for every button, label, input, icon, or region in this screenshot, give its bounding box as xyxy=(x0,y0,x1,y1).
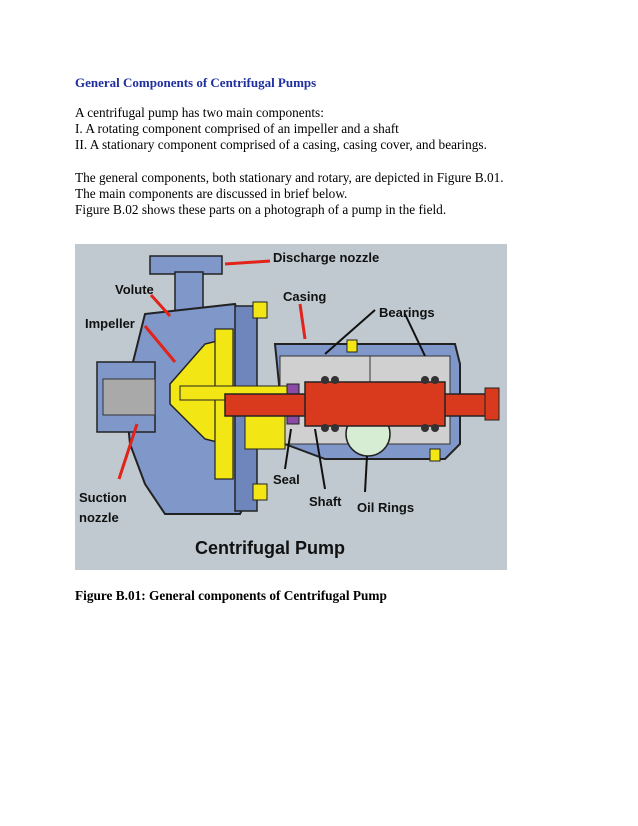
pump-diagram: Discharge nozzle Volute Casing Impeller … xyxy=(75,244,507,570)
intro-line-2: I. A rotating component comprised of an … xyxy=(75,121,399,136)
section-heading: General Components of Centrifugal Pumps xyxy=(75,75,317,90)
pump-figure: Discharge nozzle Volute Casing Impeller … xyxy=(75,244,507,570)
intro-line-3: II. A stationary component comprised of … xyxy=(75,137,487,152)
label-seal: Seal xyxy=(273,472,300,487)
intro-line-1: A centrifugal pump has two main componen… xyxy=(75,105,324,120)
label-impeller: Impeller xyxy=(85,316,135,331)
label-bearings: Bearings xyxy=(379,305,435,320)
label-suction: Suction xyxy=(79,490,127,505)
para2-line-3: Figure B.02 shows these parts on a photo… xyxy=(75,202,447,217)
para2-line-1: The general components, both stationary … xyxy=(75,170,504,185)
label-discharge-nozzle: Discharge nozzle xyxy=(273,250,379,265)
figure-title: Centrifugal Pump xyxy=(195,538,345,558)
label-shaft: Shaft xyxy=(309,494,342,509)
label-nozzle: nozzle xyxy=(79,510,119,525)
para2-line-2: The main components are discussed in bri… xyxy=(75,186,348,201)
figure-caption: Figure B.01: General components of Centr… xyxy=(75,588,387,603)
label-volute: Volute xyxy=(115,282,154,297)
label-casing: Casing xyxy=(283,289,326,304)
label-oil-rings: Oil Rings xyxy=(357,500,414,515)
